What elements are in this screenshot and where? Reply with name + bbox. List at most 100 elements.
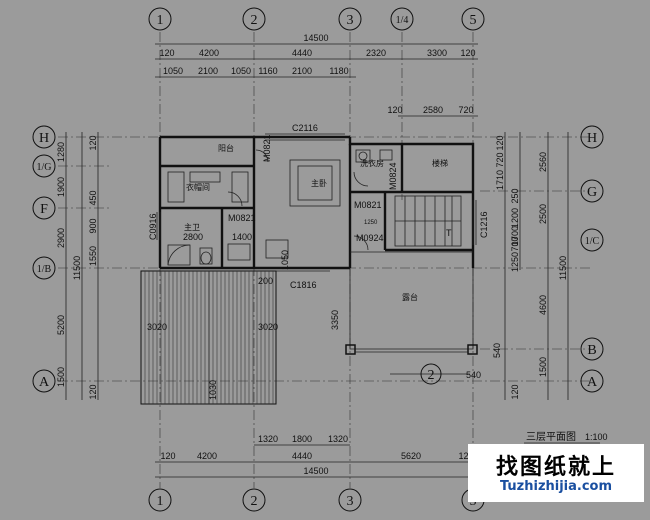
svg-text:1710: 1710 [495,170,505,190]
svg-text:2: 2 [251,494,258,509]
grid-bubble-left-H: H [32,125,56,149]
svg-text:1050: 1050 [231,66,251,76]
svg-text:2100: 2100 [292,66,312,76]
svg-text:120: 120 [510,384,520,399]
grid-bubble-left-A: A [32,369,56,393]
svg-text:1050: 1050 [280,250,290,270]
svg-text:A: A [39,375,50,390]
grid-bubble-top-1: 1 [148,7,172,31]
svg-text:1030: 1030 [208,380,218,400]
svg-text:120: 120 [458,451,473,461]
svg-text:250: 250 [510,188,520,203]
tag-door-balcony: M0821 [262,134,272,162]
svg-text:1180: 1180 [329,66,348,76]
svg-text:F: F [40,202,48,217]
room-terrace: 露台 [402,292,418,302]
bottom-dimensions: 1320 1800 1320 120 4200 4440 5620 120 14… [155,434,478,478]
svg-text:1050: 1050 [163,66,183,76]
svg-text:2800: 2800 [183,232,203,242]
fixtures [167,149,393,266]
svg-text:2: 2 [428,368,435,383]
svg-text:720: 720 [495,152,505,167]
svg-text:H: H [39,131,49,146]
svg-text:120: 120 [460,48,475,58]
svg-text:11500: 11500 [558,256,568,280]
svg-text:720: 720 [458,105,473,115]
svg-text:2580: 2580 [423,105,443,115]
grid-bubble-bottom-1: 1 [148,488,172,512]
grid-bubble-bottom-3: 3 [338,488,362,512]
grid-bubble-left-F: F [32,196,56,220]
room-cloakroom: 衣帽间 [186,182,210,192]
grid-bubble-right-H: H [580,125,604,149]
svg-text:120: 120 [88,384,98,399]
svg-text:4200: 4200 [197,451,217,461]
door-window-tags: C2116 M0821 M0824 M0821 M0924 M0821 C091… [147,123,502,400]
grid-bubble-top-5: 5 [461,7,485,31]
grid-bubble-bottom-2: 2 [242,488,266,512]
svg-text:14500: 14500 [303,33,328,43]
grid-bubbles-bottom: 1 2 3 5 [148,488,485,512]
svg-text:120: 120 [88,135,98,150]
svg-text:1700: 1700 [510,226,520,246]
svg-text:5200: 5200 [56,315,66,335]
svg-text:B: B [587,343,596,358]
drawing-title-text: 三层平面图 [526,431,576,443]
svg-text:1550: 1550 [88,246,98,266]
svg-text:3350: 3350 [330,310,340,330]
grid-bubbles-left: H 1/G F 1/B A [32,125,56,393]
svg-text:1160: 1160 [258,66,277,76]
svg-text:1: 1 [157,13,164,28]
svg-text:2: 2 [251,13,258,28]
svg-text:1250: 1250 [364,220,378,226]
tag-door-master: M0924 [356,233,384,243]
grid-bubble-left-1G: 1/G [32,154,56,178]
svg-text:540: 540 [466,370,481,380]
svg-text:1/B: 1/B [37,264,52,275]
svg-text:1500: 1500 [538,357,548,377]
tag-door-stair: M0821 [354,200,382,210]
svg-text:3020: 3020 [147,322,167,332]
grid-bubble-right-G: G [580,179,604,203]
grid-bubble-right-1C: 1/C [580,228,604,252]
svg-text:2560: 2560 [538,152,548,172]
svg-text:2500: 2500 [538,204,548,224]
svg-text:900: 900 [88,218,98,233]
grid-bubble-top-3: 3 [338,7,362,31]
svg-text:T: T [446,228,452,238]
tag-window-top: C2116 [292,123,318,133]
svg-text:1/C: 1/C [585,236,600,247]
tag-door-laundry: M0824 [388,162,398,190]
svg-text:1500: 1500 [56,367,66,387]
room-balcony: 阳台 [218,143,234,153]
svg-text:5: 5 [470,13,477,28]
svg-text:2320: 2320 [366,48,386,58]
svg-text:120: 120 [387,105,402,115]
grid-bubble-right-A: A [580,369,604,393]
tag-window-bath: C0916 [148,213,158,240]
svg-text:700: 700 [510,236,520,251]
pergola [140,270,277,405]
svg-text:3020: 3020 [258,322,278,332]
room-master-bedroom: 主卧 [311,178,327,188]
svg-text:200: 200 [258,276,273,286]
drawing-scale: 1:100 [585,432,608,442]
svg-text:1400: 1400 [232,232,252,242]
tag-door-bath: M0821 [228,213,256,223]
svg-text:1/G: 1/G [37,162,52,173]
svg-text:A: A [587,375,598,390]
room-labels: 阳台 衣帽间 主卧 洗衣房 楼梯 主卫 露台 [184,143,448,302]
svg-text:2900: 2900 [56,228,66,248]
svg-text:11500: 11500 [72,256,82,280]
svg-text:4440: 4440 [292,48,312,58]
svg-text:1900: 1900 [56,177,66,197]
right-dimensions: 120 720 1710 250 1200 1700 700 1250 120 … [495,132,569,400]
grid-bubble-right-B: B [580,337,604,361]
svg-text:1280: 1280 [56,142,66,162]
watermark-text: 找图纸就上 [495,455,616,480]
svg-text:1: 1 [157,494,164,509]
top-dimensions: 14500 120 4200 4440 2320 3300 120 1050 2… [155,33,478,117]
svg-text:H: H [587,131,597,146]
svg-text:14500: 14500 [303,466,328,476]
